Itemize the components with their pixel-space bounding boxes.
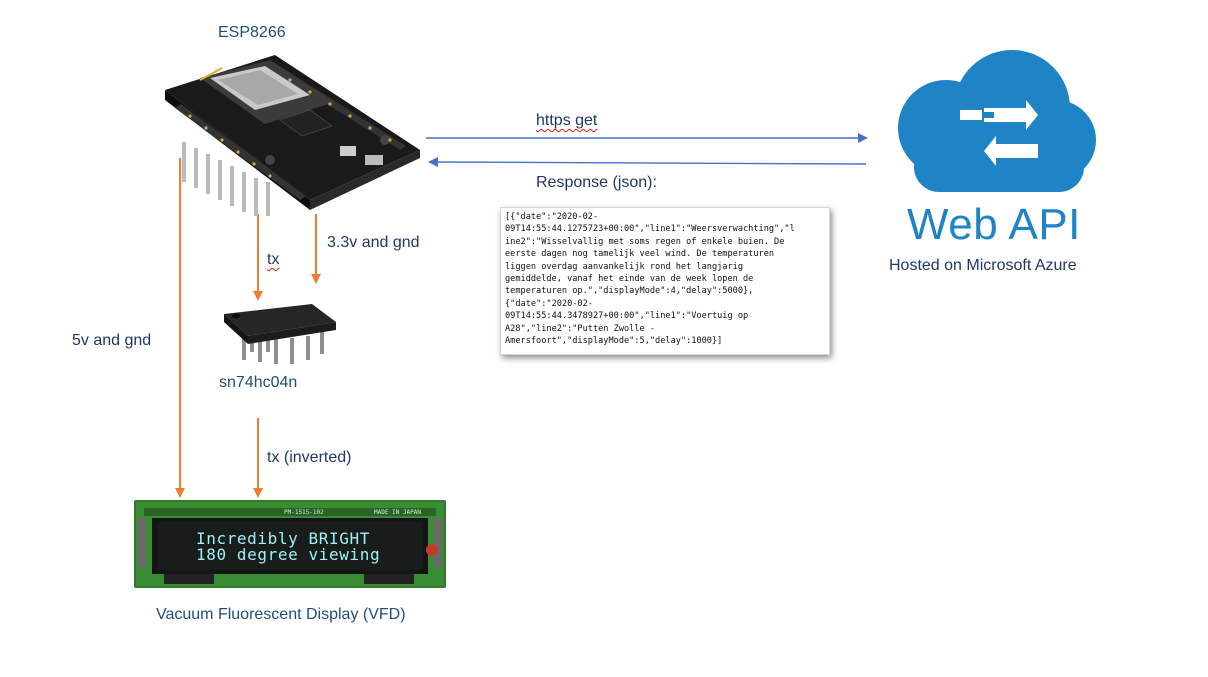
tx-label: tx [267,251,279,269]
vfd-line2: 180 degree viewing [196,545,380,564]
cloud-icon [898,50,1096,192]
vfd-label: Vacuum Fluorescent Display (VFD) [156,606,406,623]
chip-label: sn74hc04n [219,374,298,391]
vfd-image: PM-1515-102 MADE IN JAPAN Incredibly BRI… [134,500,446,588]
vfd-board-text: PM-1515-102 [284,509,324,516]
response-label: Response (json): [536,174,657,192]
https-get-text: https get [536,112,598,129]
json-response-box: [{"date":"2020-02- 09T14:55:44.1275723+0… [500,207,830,355]
esp8266-board-image [165,55,420,216]
power5-label-text: 5v and gnd [72,332,152,349]
esp-label: ESP8266 [218,24,286,41]
power33-label: 3.3v and gnd [327,234,420,252]
vfd-made-in-text: MADE IN JAPAN [374,509,421,516]
power33-label-text: 3.3v and gnd [327,234,420,251]
tx-label-text: tx [267,251,280,268]
response-text: Response (json): [536,174,657,191]
vfd-line1: Incredibly BRIGHT [196,529,370,548]
https-get-label: https get [536,112,597,130]
sn74hc04n-chip-image [224,304,336,364]
power5-label: 5v and gnd [72,332,151,350]
azure-subtitle-text: Hosted on Microsoft Azure [889,257,1077,274]
arrow-response [428,157,867,168]
tx-inverted-label-text: tx (inverted) [267,449,352,466]
tx-inverted-label: tx (inverted) [267,449,351,467]
exchange-arrows-icon [960,100,1038,166]
web-api-title: Web API [907,200,1081,249]
azure-subtitle: Hosted on Microsoft Azure [889,257,1077,275]
